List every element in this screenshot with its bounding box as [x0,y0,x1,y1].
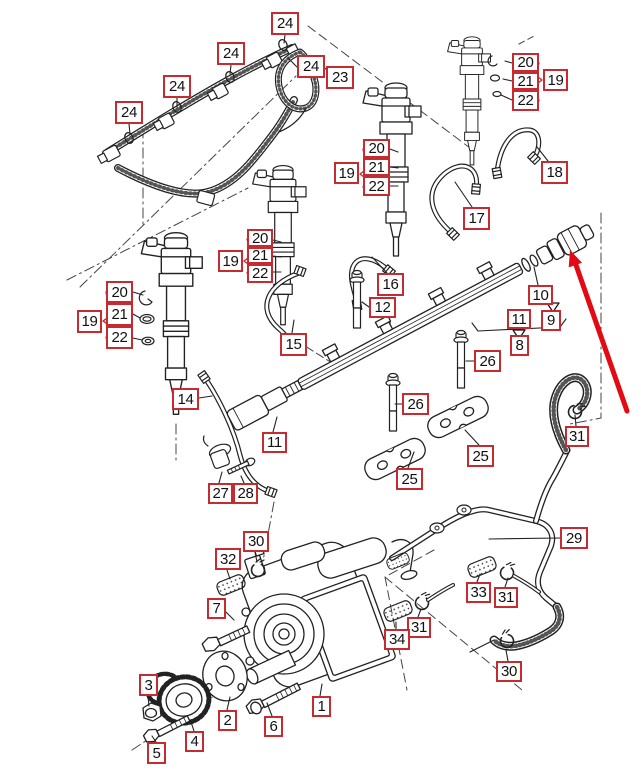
part-label-21-2[interactable]: 21 [247,247,273,264]
part-label-20-4[interactable]: 20 [512,53,539,72]
part-label-25-1[interactable]: 25 [396,468,423,490]
part-label-29[interactable]: 29 [560,527,588,549]
part-label-30-1[interactable]: 30 [243,531,269,552]
glow-plug-harness [96,39,300,207]
part-label-19-4[interactable]: 19 [543,69,568,91]
part-label-20-2[interactable]: 20 [247,229,273,247]
injector-seals [138,55,502,346]
part-label-9[interactable]: 9 [541,310,561,331]
part-label-27[interactable]: 27 [208,483,233,504]
part-label-20-3[interactable]: 20 [363,139,390,158]
fuel-rail [226,224,595,431]
part-label-11-2[interactable]: 11 [507,309,531,329]
part-label-6[interactable]: 6 [264,716,283,737]
part-label-23[interactable]: 23 [326,66,354,89]
part-label-22-1[interactable]: 22 [106,326,133,349]
part-label-3[interactable]: 3 [139,674,158,696]
part-label-34[interactable]: 34 [384,629,410,650]
part-label-24-1[interactable]: 24 [115,101,143,124]
part-label-19-1[interactable]: 19 [77,310,102,333]
part-label-22-3[interactable]: 22 [363,176,390,196]
part-label-30-2[interactable]: 30 [496,661,522,682]
part-label-31-3[interactable]: 31 [565,426,589,447]
part-label-21-1[interactable]: 21 [106,303,133,326]
return-hose-assembly [381,373,592,653]
part-label-24-5[interactable]: 24 [297,55,325,78]
part-label-19-2[interactable]: 19 [218,250,243,272]
part-label-33[interactable]: 33 [466,582,491,603]
part-label-19-3[interactable]: 19 [334,162,359,184]
part-label-24-4[interactable]: 24 [271,12,299,35]
bracket-arrows [512,302,560,340]
part-label-24-3[interactable]: 24 [217,42,245,65]
part-label-12[interactable]: 12 [369,297,396,318]
part-label-20-1[interactable]: 20 [106,281,133,303]
part-label-26-1[interactable]: 26 [474,350,501,372]
part-label-10[interactable]: 10 [528,285,553,305]
part-label-31-1[interactable]: 31 [407,617,431,638]
part-label-21-3[interactable]: 21 [363,158,390,176]
part-label-15[interactable]: 15 [280,333,307,356]
part-label-16[interactable]: 16 [377,273,404,296]
part-label-26-2[interactable]: 26 [402,393,429,415]
part-label-5[interactable]: 5 [147,742,166,764]
part-label-14[interactable]: 14 [172,388,199,410]
part-label-24-2[interactable]: 24 [163,75,191,98]
part-label-31-2[interactable]: 31 [494,587,518,608]
part-label-7[interactable]: 7 [207,598,226,619]
pointer-arrow [568,250,630,414]
part-label-8[interactable]: 8 [510,335,529,356]
part-label-1[interactable]: 1 [312,696,331,717]
part-label-22-2[interactable]: 22 [247,264,273,283]
part-label-2[interactable]: 2 [218,710,237,731]
part-label-28[interactable]: 28 [233,483,258,504]
part-label-17[interactable]: 17 [463,207,490,230]
part-label-4[interactable]: 4 [185,731,204,752]
sensor-27-bolt-28 [202,435,256,475]
part-label-21-4[interactable]: 21 [512,72,539,90]
injector-4 [447,36,491,166]
part-label-32[interactable]: 32 [215,548,241,570]
part-label-22-4[interactable]: 22 [512,90,539,111]
part-label-18[interactable]: 18 [541,161,568,184]
part-label-25-2[interactable]: 25 [467,445,494,467]
part-label-11-1[interactable]: 11 [262,432,287,453]
